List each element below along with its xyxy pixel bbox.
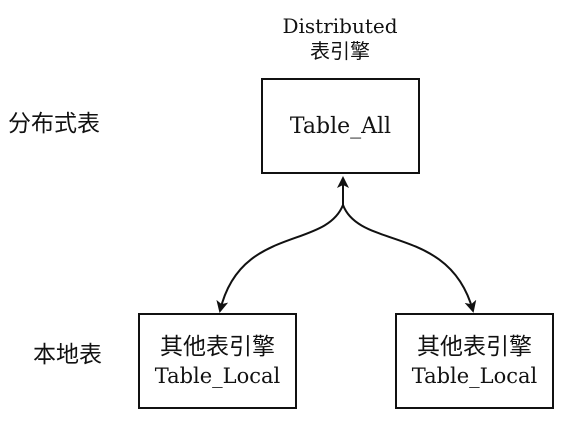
distributed-table-box: Table_All — [261, 78, 420, 174]
arrow-curve-left — [216, 204, 344, 313]
local-table-engine-left: 其他表引擎 — [160, 334, 275, 360]
distributed-table-row-label: 分布式表 — [8, 111, 100, 137]
caption-line-2: 表引擎 — [310, 39, 370, 63]
local-table-name-right: Table_Local — [411, 364, 538, 388]
distributed-engine-caption: Distributed 表引擎 — [240, 14, 440, 64]
local-table-row-label: 本地表 — [33, 342, 102, 368]
caption-line-1: Distributed — [282, 14, 398, 38]
arrow-curve-right — [342, 204, 477, 313]
local-table-name-left: Table_Local — [154, 364, 281, 388]
local-table-box-right: 其他表引擎 Table_Local — [395, 313, 554, 409]
distributed-table-name: Table_All — [289, 113, 392, 139]
local-table-engine-right: 其他表引擎 — [417, 334, 532, 360]
local-table-box-left: 其他表引擎 Table_Local — [138, 313, 297, 409]
